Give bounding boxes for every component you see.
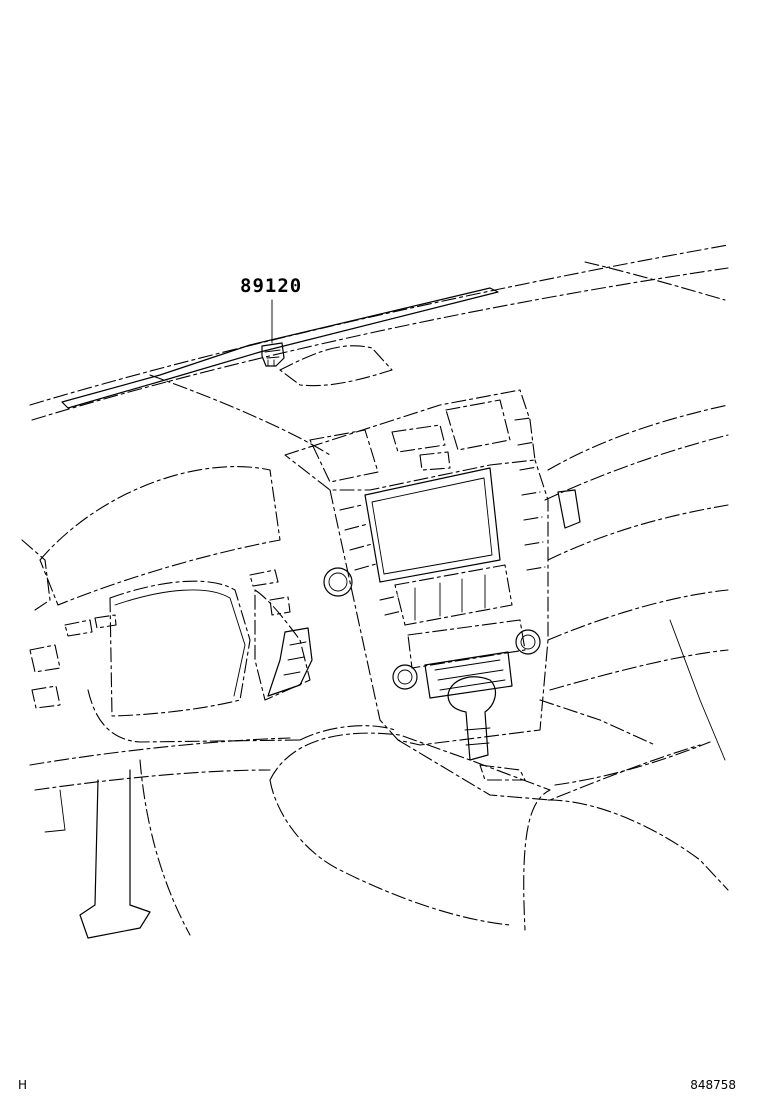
lower-dash: [29, 725, 551, 936]
start-button: [323, 567, 353, 597]
dashboard-top: [29, 244, 729, 456]
center-stack: [309, 399, 549, 746]
footer-left-code: H: [18, 1078, 28, 1092]
center-console: [397, 699, 729, 891]
sensor-clip: [261, 299, 285, 367]
steering-column-area: [29, 589, 313, 743]
gear-shifter: [447, 676, 497, 761]
instrument-cluster: [21, 466, 291, 717]
climate-panel: [424, 651, 513, 699]
left-knob: [392, 664, 418, 690]
display-hood: [279, 345, 536, 491]
door-trim: [44, 769, 151, 939]
right-knob: [515, 629, 541, 655]
footer-right-code: 848758: [690, 1078, 736, 1092]
part-number-callout: 89120: [240, 275, 303, 297]
center-screen: [364, 467, 501, 583]
passenger-dash: [544, 404, 729, 761]
